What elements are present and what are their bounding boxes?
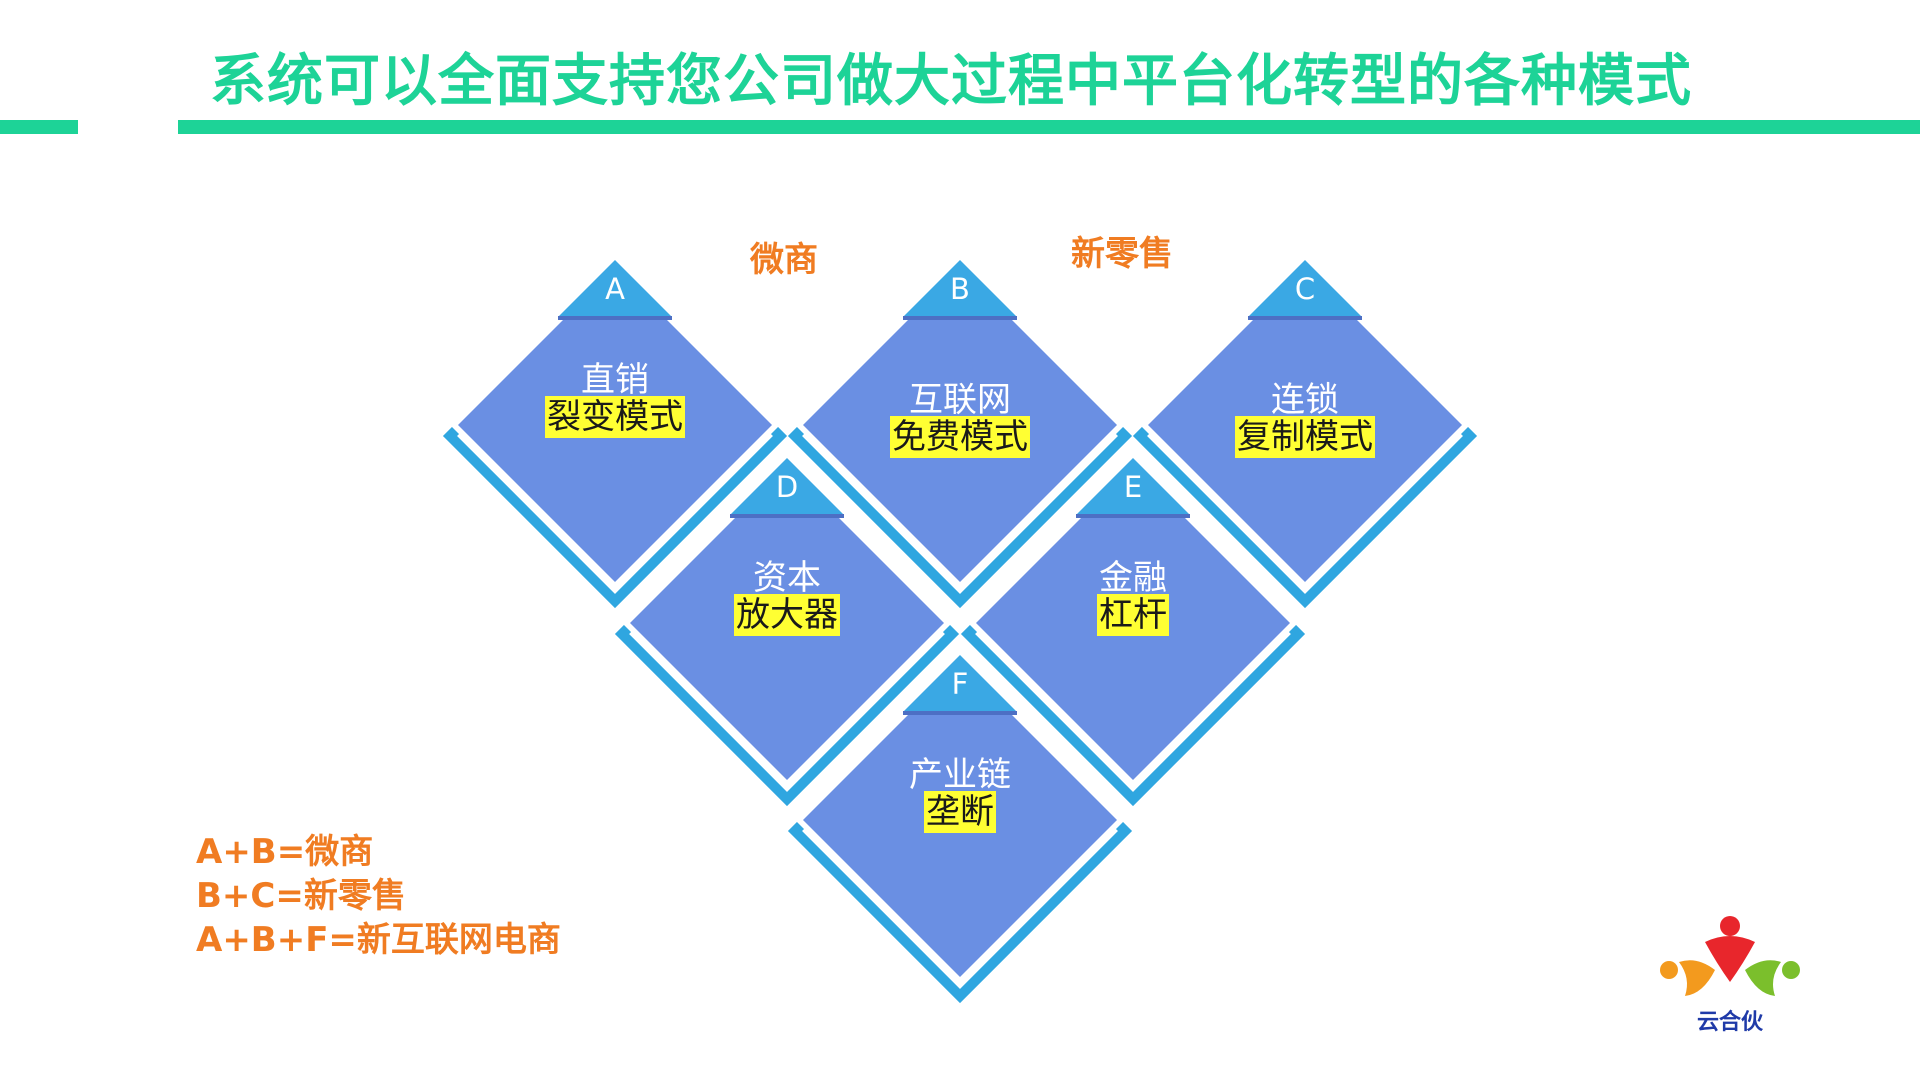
formula-item: A+B=微商 bbox=[196, 832, 374, 872]
diamond-f-letter: F bbox=[951, 667, 969, 701]
diamond-a-letter: A bbox=[605, 272, 625, 306]
diamond-e-subtitle: 杠杆 bbox=[1097, 594, 1169, 636]
diamond-a-title: 直销 bbox=[581, 360, 649, 400]
page-title: 系统可以全面支持您公司做大过程中平台化转型的各种模式 bbox=[210, 49, 1692, 114]
diamond-b-title: 互联网 bbox=[909, 380, 1011, 420]
diamond-b-letter: B bbox=[950, 272, 970, 306]
diamond-a-subtitle: 裂变模式 bbox=[545, 396, 685, 438]
label-weishang: 微商 bbox=[750, 240, 818, 280]
diamond-c-subtitle: 复制模式 bbox=[1235, 416, 1375, 458]
diamond-c-letter: C bbox=[1294, 272, 1316, 306]
diamond-f-subtitle: 垄断 bbox=[924, 791, 996, 833]
diamond-a: A 直销 裂变模式 bbox=[442, 260, 788, 609]
diamond-d-title: 资本 bbox=[753, 558, 821, 598]
diamond-e-letter: E bbox=[1123, 470, 1143, 504]
diamond-b: B 互联网 免费模式 bbox=[787, 260, 1133, 609]
logo-text: 云合伙 bbox=[1696, 1010, 1763, 1035]
diamond-b-subtitle: 免费模式 bbox=[890, 416, 1030, 458]
logo: 云合伙 bbox=[1655, 912, 1805, 1035]
title-rule-left bbox=[0, 120, 78, 134]
diamond-d-letter: D bbox=[775, 470, 799, 504]
diamond-e-title: 金融 bbox=[1099, 558, 1167, 598]
diamond-f-title: 产业链 bbox=[909, 755, 1011, 795]
diamond-c: C 连锁 复制模式 bbox=[1132, 260, 1478, 609]
formula-item: B+C=新零售 bbox=[196, 876, 406, 916]
formula-item: A+B+F=新互联网电商 bbox=[196, 920, 561, 960]
label-xinlingshou: 新零售 bbox=[1071, 234, 1173, 274]
formula-list: A+B=微商 B+C=新零售 A+B+F=新互联网电商 bbox=[196, 830, 561, 962]
logo-figures-icon bbox=[1660, 916, 1800, 996]
diamond-d: D 资本 放大器 bbox=[614, 458, 960, 807]
diamond-e: E 金融 杠杆 bbox=[960, 458, 1306, 807]
diamond-c-title: 连锁 bbox=[1271, 380, 1339, 420]
diamond-d-subtitle: 放大器 bbox=[734, 594, 840, 636]
diamond-f: F 产业链 垄断 bbox=[787, 655, 1133, 1004]
title-rule-right bbox=[178, 120, 1920, 134]
